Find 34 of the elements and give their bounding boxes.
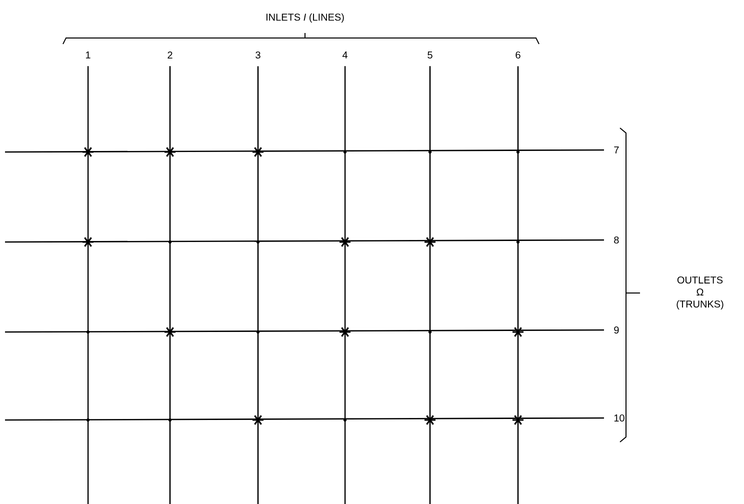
crosspoint-star bbox=[338, 236, 352, 248]
line-number: 10 bbox=[614, 414, 624, 422]
heading: INLETS I (LINES) bbox=[266, 13, 344, 23]
crosspoint-star bbox=[164, 326, 176, 338]
heading: OUTLETS Ω (TRUNKS) bbox=[676, 276, 724, 310]
line bbox=[257, 66, 259, 504]
crosspoint-star bbox=[512, 414, 524, 426]
line-number: 8 bbox=[614, 236, 619, 244]
line bbox=[5, 239, 604, 243]
line-number: 4 bbox=[342, 52, 348, 58]
crosspoint-star bbox=[424, 236, 436, 248]
line-number: 7 bbox=[614, 146, 619, 154]
crosspoint-star bbox=[512, 326, 524, 338]
line bbox=[5, 149, 604, 153]
crosspoint-star bbox=[252, 146, 264, 158]
crosspoint-star bbox=[82, 146, 94, 158]
line bbox=[5, 417, 604, 421]
line-number: 2 bbox=[168, 52, 172, 58]
crosspoint-star bbox=[338, 326, 352, 338]
line bbox=[344, 66, 346, 504]
line-number: 6 bbox=[516, 51, 520, 59]
line bbox=[87, 66, 89, 504]
line-number: 9 bbox=[614, 326, 619, 334]
crosspoint-star bbox=[424, 414, 436, 426]
crosspoint-star bbox=[252, 414, 264, 426]
line bbox=[169, 66, 171, 504]
line-number: 1 bbox=[86, 52, 90, 58]
line-number: 5 bbox=[428, 52, 432, 58]
crosspoint-star bbox=[164, 146, 176, 158]
crosspoint-star bbox=[82, 236, 94, 248]
line bbox=[5, 329, 604, 333]
line bbox=[517, 66, 519, 504]
line bbox=[429, 66, 431, 504]
line-number: 3 bbox=[256, 51, 260, 59]
